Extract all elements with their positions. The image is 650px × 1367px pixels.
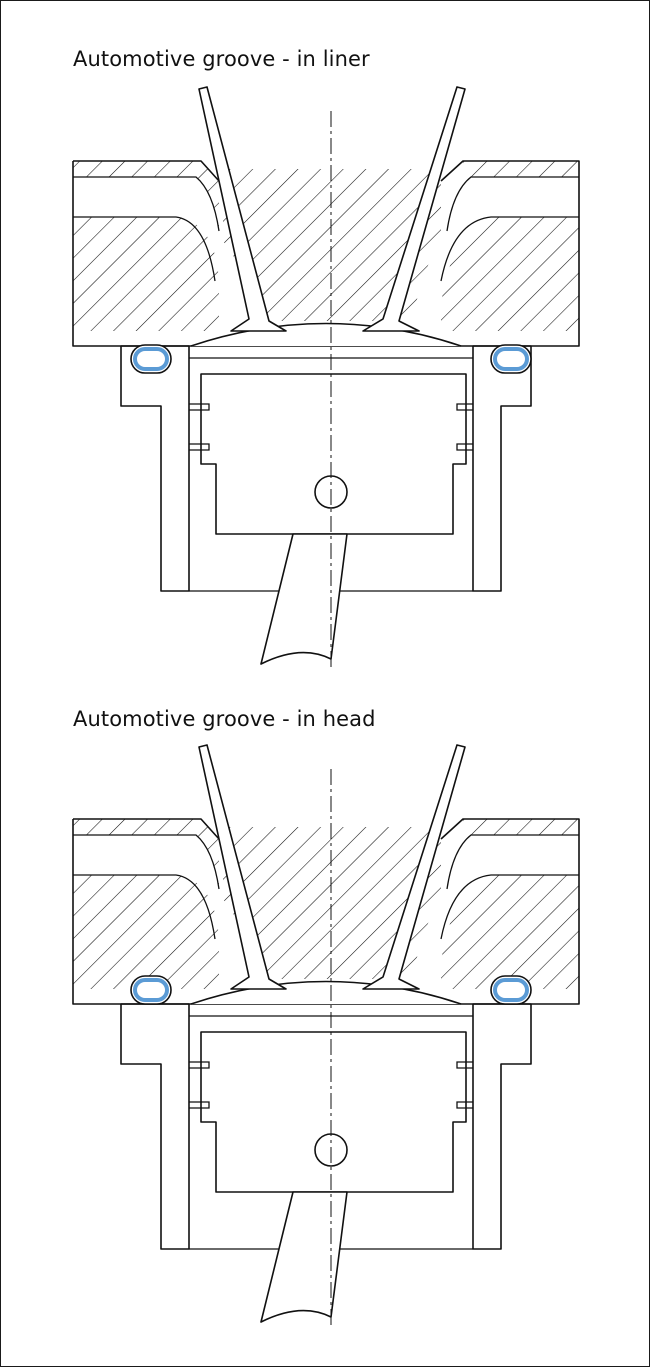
port-line-left-top (73, 834, 220, 890)
connecting-rod (260, 1191, 348, 1323)
ring-groove-left-1 (189, 403, 210, 411)
o-ring-seal-left (133, 978, 169, 1002)
port-cavity-right (445, 177, 579, 281)
head-hatch-center (223, 827, 441, 979)
port-line-right-bottom (440, 216, 579, 282)
ring-groove-left-2 (189, 443, 210, 451)
ring-groove-right-1 (456, 403, 473, 411)
head-groove-drawing (72, 744, 580, 1329)
port-cavity-left (73, 177, 219, 281)
exhaust-valve (362, 744, 466, 990)
piston (200, 373, 467, 535)
head-outline (72, 818, 580, 1005)
ring-groove-left-2 (189, 1101, 210, 1109)
head-hatch-center (223, 169, 441, 321)
port-line-right-top (446, 834, 579, 890)
port-line-left-bottom (73, 216, 216, 282)
port-cavity-left (73, 835, 219, 939)
port-line-left-top (73, 176, 220, 232)
liner-wall-left (120, 345, 190, 592)
head-outline-top-left (73, 818, 220, 840)
port-line-right-bottom (440, 874, 579, 940)
piston (200, 1031, 467, 1193)
liner-wall-right (472, 345, 532, 592)
o-ring-seal-right (493, 347, 529, 371)
liner-groove-drawing (72, 86, 580, 671)
connecting-rod (260, 533, 348, 665)
exhaust-valve (362, 86, 466, 332)
intake-valve (198, 86, 287, 332)
combustion-chamber (190, 322, 462, 347)
panel-title-liner: Automotive groove - in liner (73, 47, 370, 71)
port-line-right-top (446, 176, 579, 232)
ring-groove-right-1 (456, 1061, 473, 1069)
o-ring-seal-left (133, 347, 169, 371)
panel-title-head: Automotive groove - in head (73, 707, 376, 731)
o-ring-seal-right (493, 978, 529, 1002)
port-cavity-right (445, 835, 579, 939)
liner-wall-left (120, 1003, 190, 1250)
head-outline (72, 160, 580, 347)
intake-valve (198, 744, 287, 990)
head-outline-top-left (73, 160, 220, 182)
liner-wall-right (472, 1003, 532, 1250)
ring-groove-right-2 (456, 1101, 473, 1109)
combustion-chamber (190, 980, 462, 1005)
port-line-left-bottom (73, 874, 216, 940)
ring-groove-right-2 (456, 443, 473, 451)
ring-groove-left-1 (189, 1061, 210, 1069)
